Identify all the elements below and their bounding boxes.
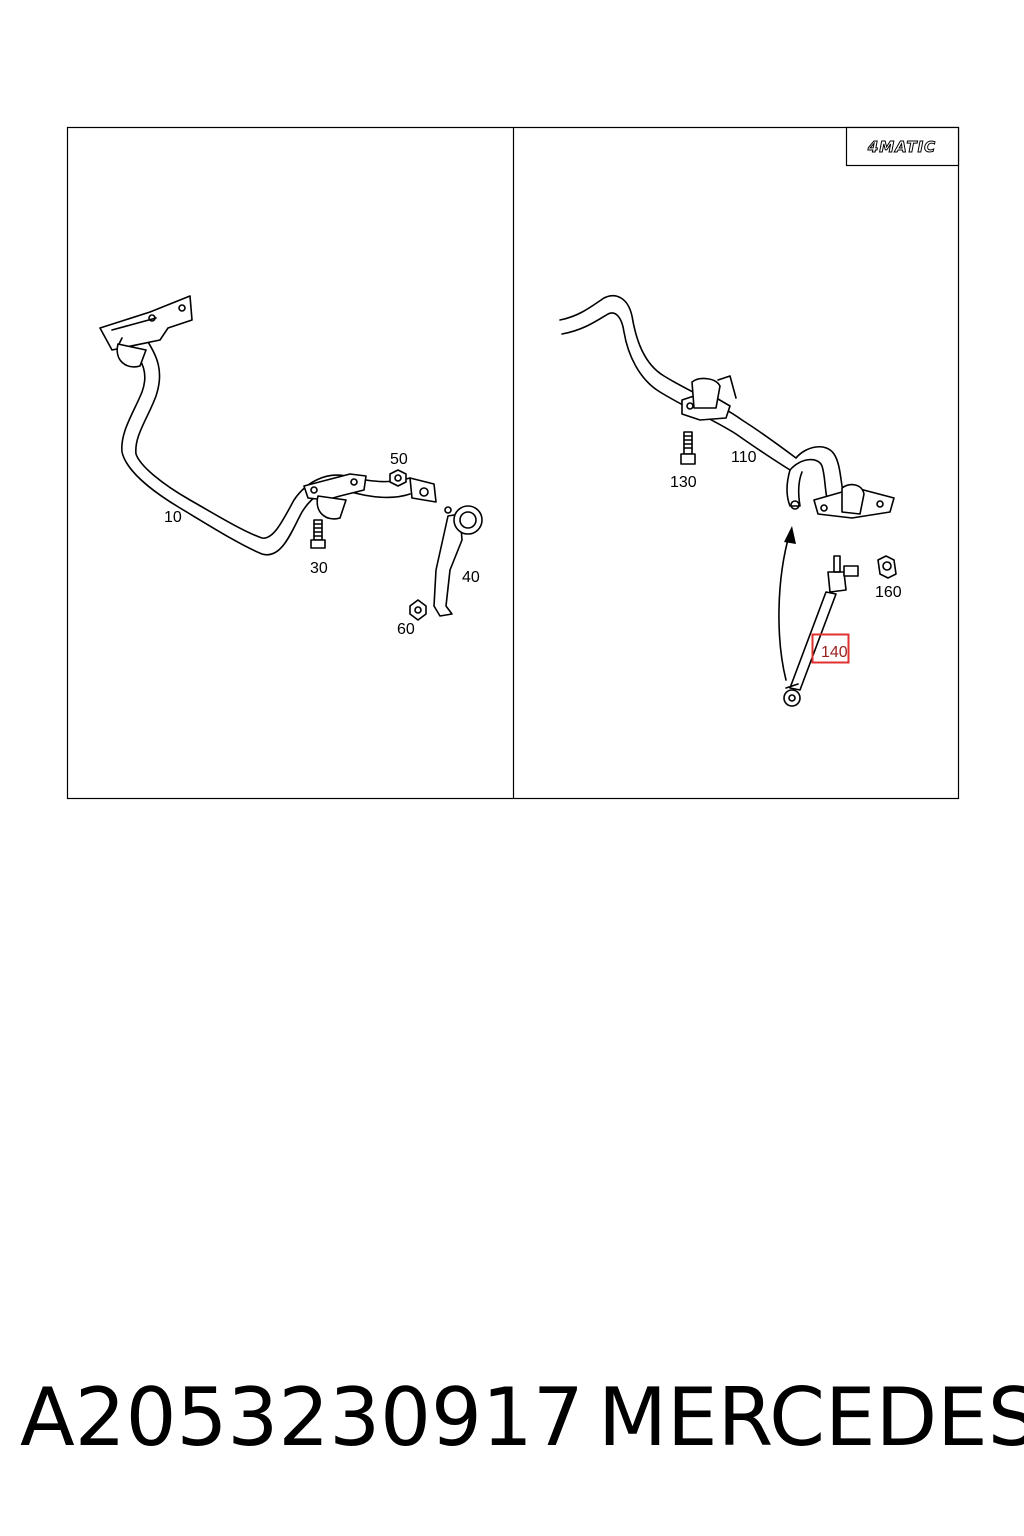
- link-140: [783, 555, 859, 707]
- callout-130[interactable]: 130: [670, 474, 697, 491]
- callout-50[interactable]: 50: [390, 451, 408, 468]
- assembly-arrow: [778, 526, 796, 681]
- diagram-frame: [66, 126, 960, 800]
- nut-160: [877, 555, 897, 579]
- mount-bracket-right-2: [813, 483, 895, 519]
- callout-140[interactable]: 140: [821, 644, 848, 661]
- bolt-130: [680, 431, 696, 465]
- callout-30[interactable]: 30: [310, 560, 328, 577]
- link-40: [433, 505, 483, 617]
- nut-50: [389, 469, 407, 487]
- bolt-30: [310, 519, 326, 549]
- brand-name: MERCEDES: [598, 1371, 1024, 1464]
- footer: A2053230917 MERCEDES: [0, 1368, 1024, 1468]
- callout-40[interactable]: 40: [462, 569, 480, 586]
- parts-diagram: 4MATIC: [66, 126, 960, 800]
- nut-60: [409, 599, 427, 621]
- 4matic-badge-label: 4MATIC: [867, 138, 936, 156]
- callout-10[interactable]: 10: [164, 509, 182, 526]
- callout-160[interactable]: 160: [875, 584, 902, 601]
- 4matic-badge: 4MATIC: [845, 126, 960, 167]
- mount-bracket-left-1: [99, 295, 193, 368]
- callout-140-highlight[interactable]: 140: [811, 633, 850, 664]
- bar-end-eye: [409, 477, 437, 503]
- mount-bracket-right-1: [681, 375, 737, 421]
- part-number: A2053230917: [20, 1371, 584, 1464]
- mount-bracket-left-2: [303, 473, 367, 520]
- callout-60[interactable]: 60: [397, 621, 415, 638]
- callout-110[interactable]: 110: [731, 449, 757, 466]
- stabilizer-bar-110: [559, 294, 847, 510]
